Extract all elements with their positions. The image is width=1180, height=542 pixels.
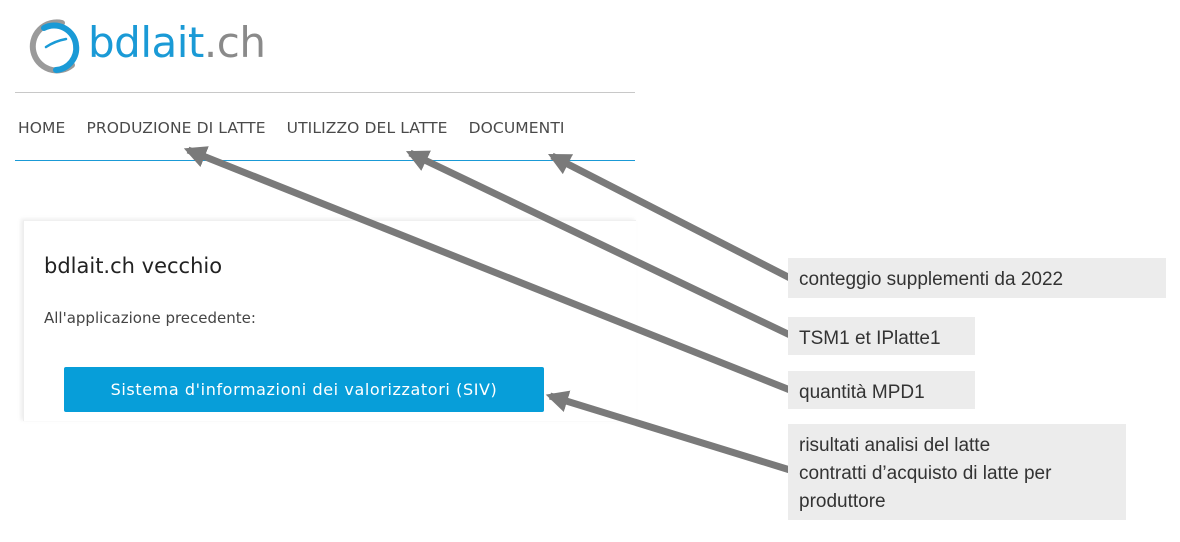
callout-text: contratti d’acquisto di latte per [799,463,1052,484]
callout-text: TSM1 et IPlatte1 [799,328,941,349]
logo-text-suffix: .ch [203,18,266,67]
nav-item-documenti[interactable]: DOCUMENTI [468,119,565,137]
logo-mark-icon [29,19,80,74]
siv-button[interactable]: Sistema d'informazioni dei valorizzatori… [64,367,544,412]
callout-supplementi: conteggio supplementi da 2022 [788,258,1166,298]
callout-text: produttore [799,491,886,512]
nav-item-home[interactable]: HOME [18,119,66,137]
nav-item-produzione-di-latte[interactable]: PRODUZIONE DI LATTE [86,119,266,137]
logo-text-primary: bdlait [88,18,204,67]
main-nav: HOME PRODUZIONE DI LATTE UTILIZZO DEL LA… [15,110,635,146]
callout-text: conteggio supplementi da 2022 [799,269,1064,290]
callout-analisi: risultati analisi del latte contratti d’… [788,424,1126,520]
callout-tsm1: TSM1 et IPlatte1 [788,317,975,355]
card-title: bdlait.ch vecchio [44,254,223,278]
nav-item-utilizzo-del-latte[interactable]: UTILIZZO DEL LATTE [286,119,448,137]
old-app-card: bdlait.ch vecchio All'applicazione prece… [23,220,636,421]
callout-text: quantità MPD1 [799,382,925,403]
nav-bottom-divider [15,160,635,161]
nav-top-divider [15,92,635,93]
card-subtitle: All'applicazione precedente: [44,309,256,327]
logo-wordmark: bdlait.ch [88,18,266,67]
callout-text: risultati analisi del latte [799,435,991,456]
bdlait-logo[interactable]: bdlait.ch [22,16,266,76]
callout-mpd1: quantità MPD1 [788,371,975,409]
